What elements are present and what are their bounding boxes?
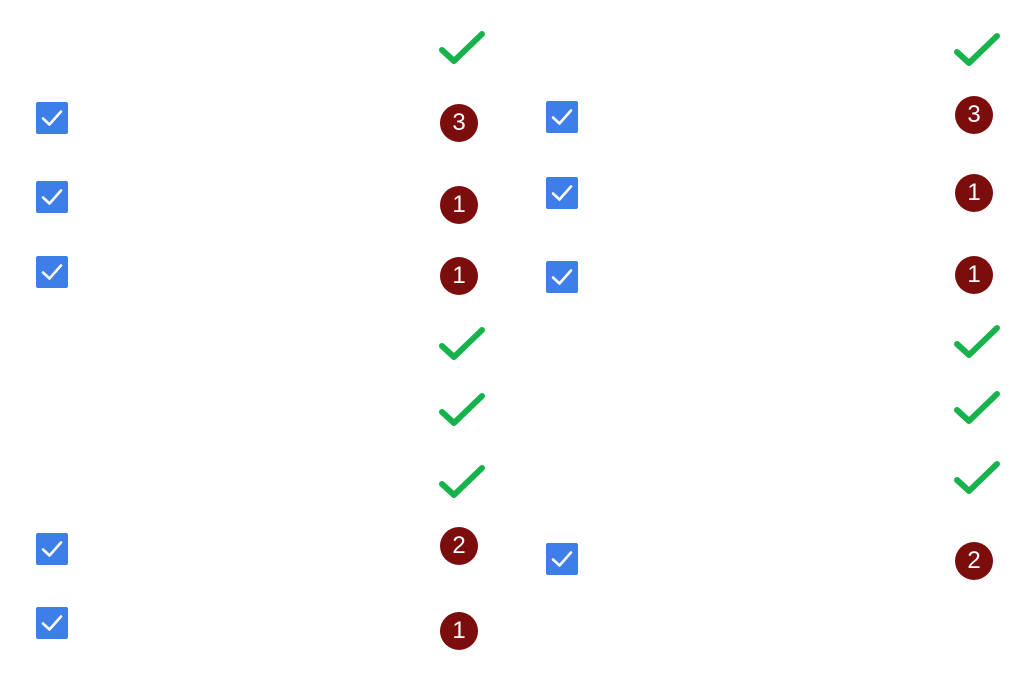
checkmark-icon xyxy=(551,185,573,201)
green-check-icon xyxy=(438,390,486,430)
count-badge: 1 xyxy=(440,257,478,295)
checkbox-checked[interactable] xyxy=(36,256,68,288)
checkmark-icon xyxy=(551,269,573,285)
checkbox-checked[interactable] xyxy=(546,101,578,133)
checkbox-checked[interactable] xyxy=(36,533,68,565)
green-check-icon xyxy=(953,322,1001,362)
green-check-icon xyxy=(438,462,486,502)
green-check-icon xyxy=(438,324,486,364)
count-badge: 1 xyxy=(955,174,993,212)
green-check-icon xyxy=(953,388,1001,428)
checkbox-checked[interactable] xyxy=(546,543,578,575)
checkmark-icon xyxy=(41,541,63,557)
count-badge: 1 xyxy=(440,612,478,650)
green-check-icon xyxy=(438,28,486,68)
count-badge: 2 xyxy=(955,542,993,580)
count-badge: 1 xyxy=(440,186,478,224)
checkmark-icon xyxy=(41,615,63,631)
checkbox-checked[interactable] xyxy=(36,607,68,639)
checkmark-icon xyxy=(41,264,63,280)
green-check-icon xyxy=(953,458,1001,498)
count-badge: 1 xyxy=(955,256,993,294)
checkbox-checked[interactable] xyxy=(36,102,68,134)
count-badge: 3 xyxy=(955,96,993,134)
checkmark-icon xyxy=(551,109,573,125)
checkbox-checked[interactable] xyxy=(546,261,578,293)
checkbox-checked[interactable] xyxy=(546,177,578,209)
count-badge: 3 xyxy=(440,104,478,142)
count-badge: 2 xyxy=(440,527,478,565)
green-check-icon xyxy=(953,30,1001,70)
checkmark-icon xyxy=(41,110,63,126)
checkmark-icon xyxy=(41,189,63,205)
checkmark-icon xyxy=(551,551,573,567)
checkbox-checked[interactable] xyxy=(36,181,68,213)
